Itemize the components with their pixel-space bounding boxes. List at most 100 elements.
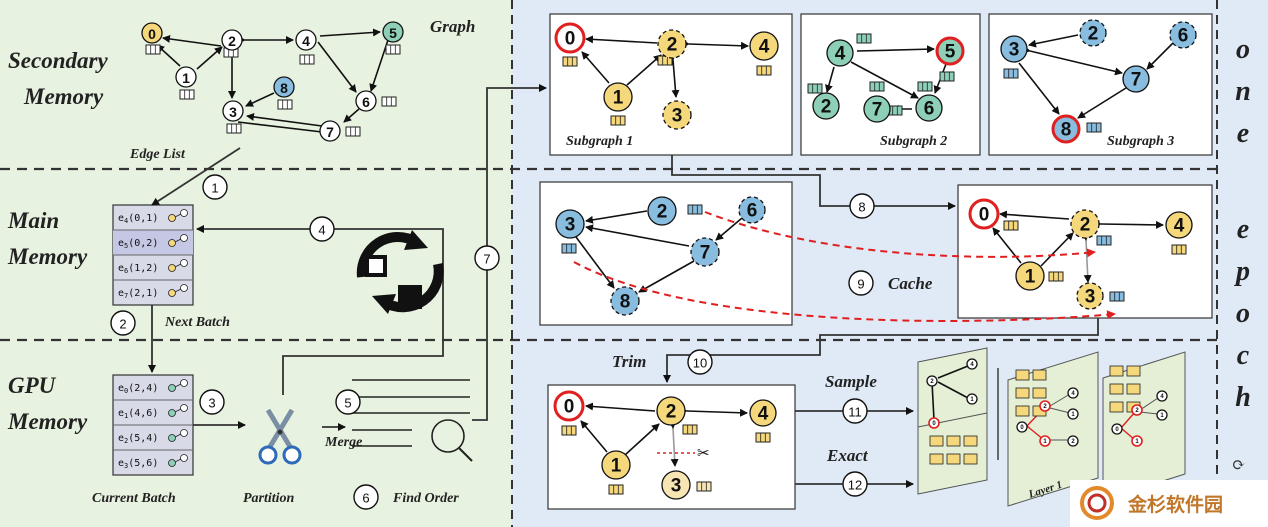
step-marker: 2 [110,310,136,336]
batch-item: e7(2,1) [118,288,158,300]
svg-text:11: 11 [848,405,862,420]
epoch-letter: o [1236,298,1250,329]
trim-edges [580,402,748,467]
subgraph3-edges [1018,34,1174,119]
feature-blocks [145,33,1187,495]
graph-node: 0 [553,390,585,422]
graph-node: 3 [1076,282,1104,310]
svg-text:4: 4 [1174,216,1185,237]
feature-block [939,71,955,82]
epoch-letter: c [1237,340,1250,371]
graph-node: 2 [1131,404,1143,416]
svg-text:8: 8 [1061,120,1072,141]
graph-node: 7 [1122,65,1150,93]
svg-text:1: 1 [1025,267,1036,288]
svg-text:2: 2 [666,402,677,423]
svg-text:3: 3 [672,106,683,127]
exact-panel [917,412,988,495]
svg-text:7: 7 [700,243,711,264]
graph-node: 4 [749,399,777,427]
graph-node: 3 [555,209,585,239]
svg-text:6: 6 [362,491,369,506]
feature-block [1109,365,1124,377]
step-marker: 9 [848,270,874,296]
feature-block [1032,387,1047,399]
refresh-icon: ⟳ [1232,455,1245,474]
graph-node: 1 [1131,435,1143,447]
graph-node: 8 [273,76,295,98]
svg-text:4: 4 [1160,394,1164,400]
graph-node: 7 [690,237,720,267]
feature-block [755,432,771,443]
svg-text:4: 4 [835,44,846,65]
svg-text:0: 0 [932,421,936,427]
svg-text:1: 1 [182,70,190,86]
graph-node: 4 [966,358,978,370]
feature-block [1003,68,1019,79]
feature-block [657,55,673,66]
graph-node: 3 [662,100,692,130]
svg-text:0: 0 [979,205,990,226]
svg-text:0: 0 [565,29,576,50]
feature-block [345,126,361,137]
epoch-letter: p [1234,256,1250,287]
graph-node: 5 [935,36,965,66]
feature-block [179,89,195,100]
feature-block [1109,383,1124,395]
svg-text:5: 5 [389,25,397,41]
svg-text:Secondary: Secondary [8,48,108,73]
step-marker: 1 [202,174,228,200]
svg-text:6: 6 [924,99,935,120]
svg-text:5: 5 [945,42,956,63]
feature-block [610,115,626,126]
graph-node: 0 [554,22,586,54]
graph-node: 6 [915,94,943,122]
batch-item: e1(4,6) [118,408,158,420]
batch-item: e5(0,2) [118,238,158,250]
svg-text:0: 0 [564,397,575,418]
graph-node: 2 [1067,435,1079,447]
svg-text:6: 6 [362,94,370,110]
graph-node: 8 [610,286,640,316]
cache-source-edges [575,210,743,293]
feature-block [856,33,872,44]
svg-text:0: 0 [148,26,156,42]
graph-node: 6 [738,196,766,224]
feature-block [1171,244,1187,255]
scissors-small-icon: ✂ [697,444,710,462]
svg-text:2: 2 [821,97,832,118]
feature-block [1086,122,1102,133]
svg-text:2: 2 [1088,24,1099,45]
cache-red-arrow-1 [704,211,1096,258]
step-marker: 10 [687,349,713,375]
graph-node: 7 [319,120,341,142]
graph-node: 0 [968,198,1000,230]
subgraph2-label: Subgraph 2 [880,134,947,149]
current-batch-label: Current Batch [92,491,176,506]
graph-node: 2 [1079,19,1107,47]
graph-node: 3 [661,470,691,500]
svg-text:2: 2 [667,35,678,56]
graph-node: 4 [826,39,854,67]
search-icon [431,419,473,462]
feature-block [299,54,315,65]
graph-node: 1 [601,450,631,480]
feature-block [917,81,933,92]
svg-text:GPU: GPU [8,373,57,398]
graph-node: 2 [1039,400,1051,412]
svg-text:0: 0 [1020,425,1024,431]
step-marker: 6 [353,484,379,510]
subgraph1-label: Subgraph 1 [566,134,633,149]
feature-block [1015,369,1030,381]
graph-node: 2 [812,92,840,120]
svg-text:1: 1 [1135,439,1139,445]
svg-text:2: 2 [930,379,934,385]
svg-text:2: 2 [1080,215,1091,236]
svg-text:12: 12 [848,478,862,493]
feature-block [1015,405,1030,417]
svg-text:3: 3 [565,215,576,236]
batch-item: e6(1,2) [118,263,158,275]
svg-text:Memory: Memory [7,244,88,269]
svg-text:3: 3 [208,396,215,411]
